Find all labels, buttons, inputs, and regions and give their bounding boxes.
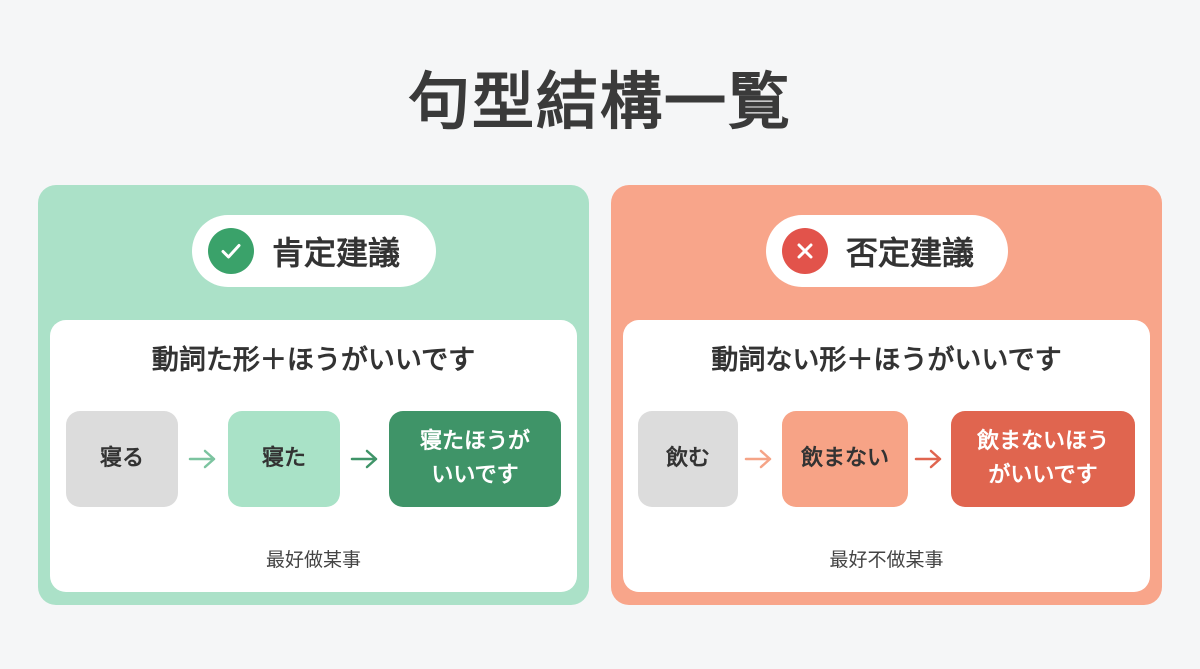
positive-suggestion-panel: 肯定建議 動詞た形＋ほうがいいです 寝る 寝た 寝たほうが いいです 最好做某事 <box>38 185 589 605</box>
negative-formula: 動詞ない形＋ほうがいいです <box>711 345 1062 376</box>
nai-form-box: 飲まない <box>782 411 908 507</box>
positive-result-line1: 寝たほうが <box>419 429 530 454</box>
arrow-right-icon <box>188 449 216 469</box>
negative-result-box: 飲まないほう がいいです <box>951 411 1135 507</box>
positive-header-label: 肯定建議 <box>272 234 401 272</box>
positive-structure-card: 動詞た形＋ほうがいいです 寝る 寝た 寝たほうが いいです 最好做某事 <box>50 320 577 592</box>
arrow-right-icon <box>744 449 772 469</box>
x-circle-icon <box>782 228 828 274</box>
dictionary-form-box: 寝る <box>66 411 178 507</box>
positive-result-box: 寝たほうが いいです <box>389 411 561 507</box>
negative-result-line1: 飲まないほう <box>976 429 1109 454</box>
page-title: 句型結構一覧 <box>407 65 792 138</box>
check-circle-icon <box>208 228 254 274</box>
arrow-right-icon <box>914 449 942 469</box>
arrow-right-icon <box>350 449 378 469</box>
negative-suggestion-panel: 否定建議 動詞ない形＋ほうがいいです 飲む 飲まない 飲まないほう がいいです … <box>611 185 1162 605</box>
negative-meaning: 最好不做某事 <box>829 549 944 571</box>
positive-meaning: 最好做某事 <box>265 549 361 571</box>
positive-header-pill: 肯定建議 <box>192 215 436 287</box>
negative-header-pill: 否定建議 <box>766 215 1008 287</box>
positive-result-line2: いいです <box>431 463 519 488</box>
ta-form-box: 寝た <box>228 411 340 507</box>
positive-formula: 動詞た形＋ほうがいいです <box>151 345 476 376</box>
negative-header-label: 否定建議 <box>846 234 975 272</box>
dictionary-form-box: 飲む <box>638 411 738 507</box>
negative-result-line2: がいいです <box>988 463 1098 488</box>
negative-structure-card: 動詞ない形＋ほうがいいです 飲む 飲まない 飲まないほう がいいです 最好不做某… <box>623 320 1150 592</box>
